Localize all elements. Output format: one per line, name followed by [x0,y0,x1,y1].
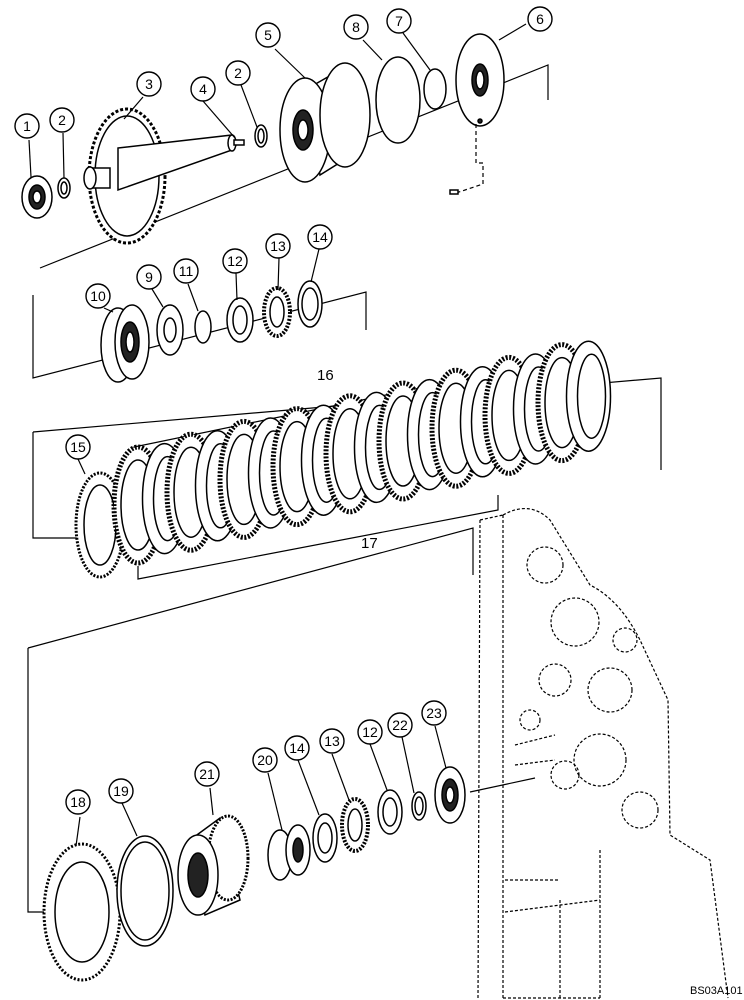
callout-1: 1 [14,113,40,139]
part-seal-7 [423,68,447,110]
callout-4: 4 [190,76,216,102]
part-hub-10 [100,304,150,383]
callout-number: 9 [145,269,153,285]
part-thrust-washer-14b [312,813,338,863]
callout-number: 13 [270,238,286,254]
part-thrust-washer-14a [297,280,323,328]
clutch-plate-pack [111,340,612,566]
part-bearing-23 [434,766,466,824]
callout-number: 1 [23,118,31,134]
callout-number: 11 [179,263,194,279]
callout-13: 13 [319,728,345,754]
part-snap-ring-19 [116,835,174,947]
bracket-17 [137,495,499,580]
transmission-housing-phantom [477,508,729,999]
callout-10: 10 [85,283,111,309]
callout-12: 12 [222,248,248,274]
callout-9: 9 [136,264,162,290]
callout-20: 20 [252,747,278,773]
panel-outlines [27,64,662,913]
callout-number: 13 [324,733,340,749]
leader-lines [28,23,527,847]
part-ring-11 [194,310,212,344]
callout-3: 3 [136,71,162,97]
group-label-17: 17 [361,535,378,552]
callout-12: 12 [357,719,383,745]
part-snap-ring-2b [254,124,268,148]
part-bearing-race-12b [377,789,403,835]
callout-number: 14 [312,229,328,245]
callout-18: 18 [65,789,91,815]
callout-number: 20 [257,752,273,768]
part-pin-4 [233,139,245,146]
part-bearing-1 [21,175,53,219]
callout-6: 6 [527,6,553,32]
callout-8: 8 [343,14,369,40]
callout-number: 2 [58,112,66,128]
part-gear-shaft-3 [83,107,237,245]
part-washer-9 [156,304,184,356]
callout-number: 6 [536,11,544,27]
part-sprocket-18 [42,842,122,982]
callout-number: 19 [113,783,129,799]
callout-number: 8 [352,19,360,35]
callout-number: 4 [199,81,207,97]
part-needle-bearing-20 [267,824,311,881]
callout-7: 7 [386,8,412,34]
part-dowel [449,189,459,195]
callout-number: 14 [289,740,305,756]
piston-alignment-line [455,124,484,194]
callout-19: 19 [108,778,134,804]
group-label-16: 16 [317,367,334,384]
callout-number: 10 [90,288,106,304]
figure-code: BS03A101 [690,985,743,997]
callout-number: 12 [227,253,243,269]
callout-5: 5 [255,22,281,48]
part-needle-bearing-13b [340,797,370,853]
part-bearing-race-12a [226,297,254,343]
part-seal-8 [375,56,421,144]
callout-22: 22 [387,712,413,738]
callout-15: 15 [65,434,91,460]
steel-plate [565,340,612,452]
callout-23: 23 [421,700,447,726]
callout-11: 11 [173,258,199,284]
callout-13: 13 [265,233,291,259]
callout-number: 15 [70,439,86,455]
callout-number: 12 [362,724,378,740]
callout-number: 2 [234,65,242,81]
part-needle-bearing-13a [262,286,292,338]
callout-number: 3 [145,76,153,92]
part-clutch-drum-5 [279,62,371,183]
callout-number: 18 [70,794,86,810]
callout-14: 14 [284,735,310,761]
part-snap-ring-2a [57,177,71,199]
part-gear-21 [177,814,250,917]
callout-2: 2 [225,60,251,86]
callout-number: 21 [199,766,215,782]
callout-number: 5 [264,27,272,43]
callout-14: 14 [307,224,333,250]
callout-number: 7 [395,13,403,29]
callout-number: 23 [426,705,442,721]
part-piston-6 [455,33,505,127]
part-snap-ring-22 [411,791,427,821]
callout-number: 22 [392,717,408,733]
callout-2: 2 [49,107,75,133]
callout-21: 21 [194,761,220,787]
